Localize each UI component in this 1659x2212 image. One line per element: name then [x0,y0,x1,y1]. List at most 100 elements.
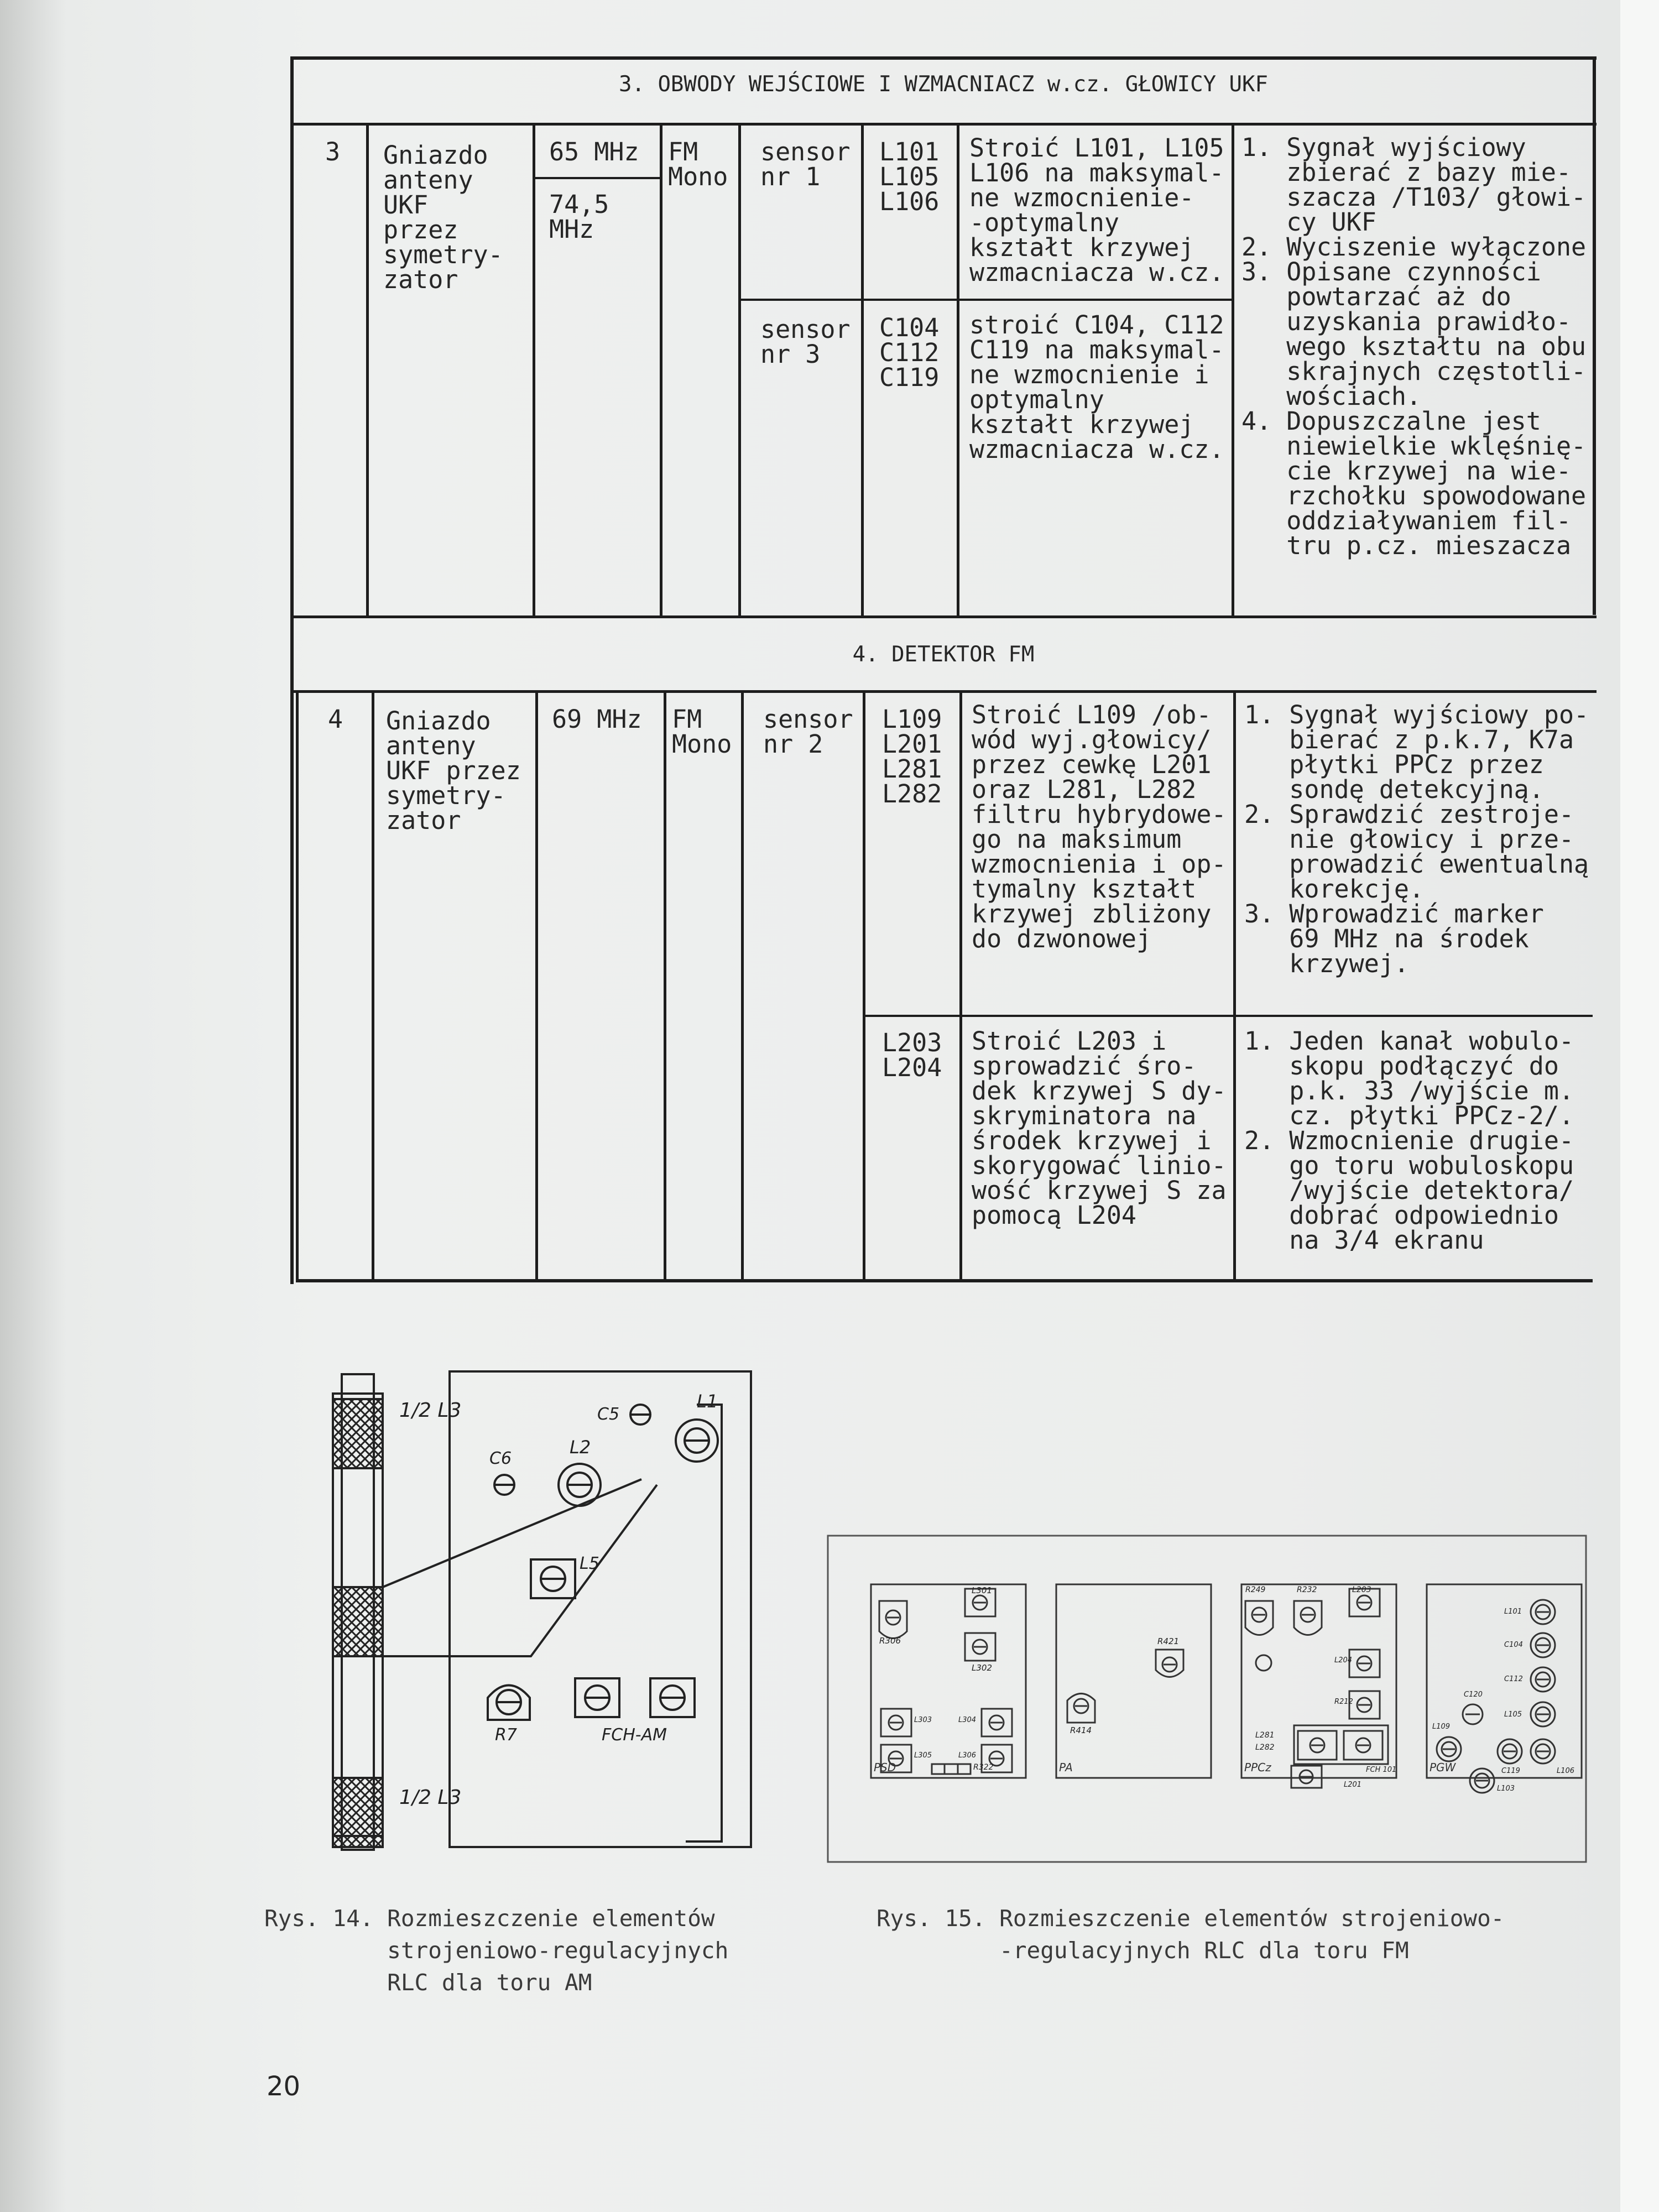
label-half-l3-top: 1/2 L3 [399,1399,462,1422]
table-top-rule [290,56,1597,60]
s4-elements1: L109 L201 L281 L282 [882,705,942,808]
s3-col-rule [957,123,959,616]
am-board-outline [448,1370,752,1848]
page-paper [0,0,1620,2212]
s4-col-rule [535,690,538,1281]
s4-col-rule [664,690,666,1281]
label-r212: R212 [1334,1698,1353,1706]
label-r322: R322 [973,1763,994,1772]
label-l304: L304 [958,1716,977,1724]
label-c5: C5 [597,1405,620,1424]
board-ppcz [1240,1583,1397,1779]
label-c120: C120 [1464,1691,1483,1699]
s3-col-rule [1232,123,1234,616]
s3-freq-min: 65 MHz [549,137,639,166]
label-l201: L201 [1344,1781,1362,1789]
section3-header-rule [290,123,1597,126]
table-bottom-rule [296,1279,1593,1282]
label-fch-am: FCH-AM [602,1725,667,1745]
board-psd [870,1583,1027,1779]
label-l2: L2 [570,1437,591,1458]
label-l1: L1 [697,1391,718,1412]
s4-action2: Stroić L203 i sprowadzić śro- dek krzywe… [972,1026,1227,1230]
label-l305: L305 [914,1751,932,1760]
s4-mode: FM Mono [672,705,732,759]
s3-elements1: L101 L105 L106 [879,137,940,216]
coil-half-l3-top [332,1398,384,1469]
label-c119: C119 [1501,1767,1520,1775]
figure-15-caption: Rys. 15. Rozmieszczenie elementów stroje… [877,1905,1505,1964]
label-c6: C6 [489,1449,512,1468]
label-r414: R414 [1070,1725,1092,1735]
label-l106: L106 [1557,1767,1575,1775]
board-label-pa: PA [1059,1761,1073,1774]
s3-action1: Stroić L101, L105 L106 na maksymal- ne w… [969,133,1224,287]
label-r421: R421 [1157,1636,1180,1646]
label-l203: L203 [1352,1585,1371,1594]
label-l101: L101 [1504,1608,1522,1616]
label-l303: L303 [914,1716,932,1724]
section4-title: 4. DETEKTOR FM [852,642,1035,667]
s4-notes2: 1. Jeden kanał wobulo- skopu podłączyć d… [1244,1026,1574,1255]
label-r249: R249 [1245,1585,1266,1594]
board-label-ppcz: PPCz [1244,1761,1271,1774]
s4-row-split-rule [863,1015,1593,1017]
s3-col-rule [533,123,535,616]
s4-col-rule [959,690,962,1281]
section3-title: 3. OBWODY WEJŚCIOWE I WZMACNIACZ w.cz. G… [619,72,1268,97]
figure-15-fm-boards: PSD PA PPCz PGW L301 R306 L302 L303 L305… [827,1535,1587,1866]
label-c112: C112 [1504,1675,1523,1683]
label-l103: L103 [1497,1785,1515,1793]
page-margin [1620,0,1659,2212]
figure-14-caption: Rys. 14. Rozmieszczenie elementów stroje… [264,1905,729,1996]
label-c104: C104 [1504,1641,1523,1649]
s3-elements2: C104 C112 C119 [879,313,940,392]
label-l5: L5 [580,1554,599,1573]
s3-freq-split-rule [533,177,661,179]
s4-action1: Stroić L109 /ob- wód wyj.głowicy/ przez … [972,700,1227,953]
page-number: 20 [267,2071,301,2102]
label-l281: L281 [1255,1731,1275,1740]
label-l302: L302 [972,1663,992,1673]
s4-col-rule [863,690,865,1281]
s3-action2: stroić C104, C112 C119 na maksymal- ne w… [969,310,1224,464]
s3-sensor2: sensor nr 3 [760,315,851,369]
s4-elements2: L203 L204 [882,1028,942,1082]
board-pa [1055,1583,1212,1779]
board-pgw [1426,1583,1583,1779]
s3-freq-max: 74,5 MHz [549,190,609,244]
s3-notes: 1. Sygnał wyjściowy zbierać z bazy mie- … [1241,133,1587,560]
label-l282: L282 [1255,1743,1275,1752]
figure-14-am-board: 1/2 L3 1/2 L3 C5 L1 C6 L2 L5 R7 FCH-AM [299,1366,752,1853]
s3-sensor1: sensor nr 1 [760,137,851,191]
s3-nr: 3 [325,137,341,166]
label-r306: R306 [879,1636,901,1646]
s4-source: Gniazdo anteny UKF przez symetry- zator [386,706,521,835]
fm-boards-drawing: PSD PA PPCz PGW [827,1535,1587,1863]
label-half-l3-bottom: 1/2 L3 [399,1786,462,1809]
am-board-drawing [332,1370,752,1851]
s3-source: Gniazdo anteny UKF przez symetry- zator [383,140,503,294]
coil-l3-middle [332,1586,384,1657]
section4-top-rule [290,615,1597,618]
s4-col-rule [741,690,744,1281]
label-r232: R232 [1297,1585,1317,1594]
label-l204: L204 [1334,1656,1353,1665]
coil-half-l3-bottom [332,1777,384,1848]
label-l306: L306 [958,1751,977,1760]
table-right-rule [1593,56,1596,615]
s3-mode: FM Mono [668,137,728,191]
s3-col-rule [861,123,864,616]
s3-col-rule [738,123,741,616]
label-r7: R7 [495,1725,517,1745]
board-label-psd: PSD [874,1761,896,1774]
s4-sensor: sensor nr 2 [763,705,853,759]
section4-header-rule [290,690,1597,693]
s3-col-rule [660,123,662,616]
s4-col-rule [296,690,299,1281]
label-l301: L301 [972,1585,992,1595]
board-label-pgw: PGW [1430,1761,1457,1774]
label-l109: L109 [1432,1723,1451,1731]
s4-freq: 69 MHz [552,705,642,734]
label-l105: L105 [1504,1710,1522,1719]
